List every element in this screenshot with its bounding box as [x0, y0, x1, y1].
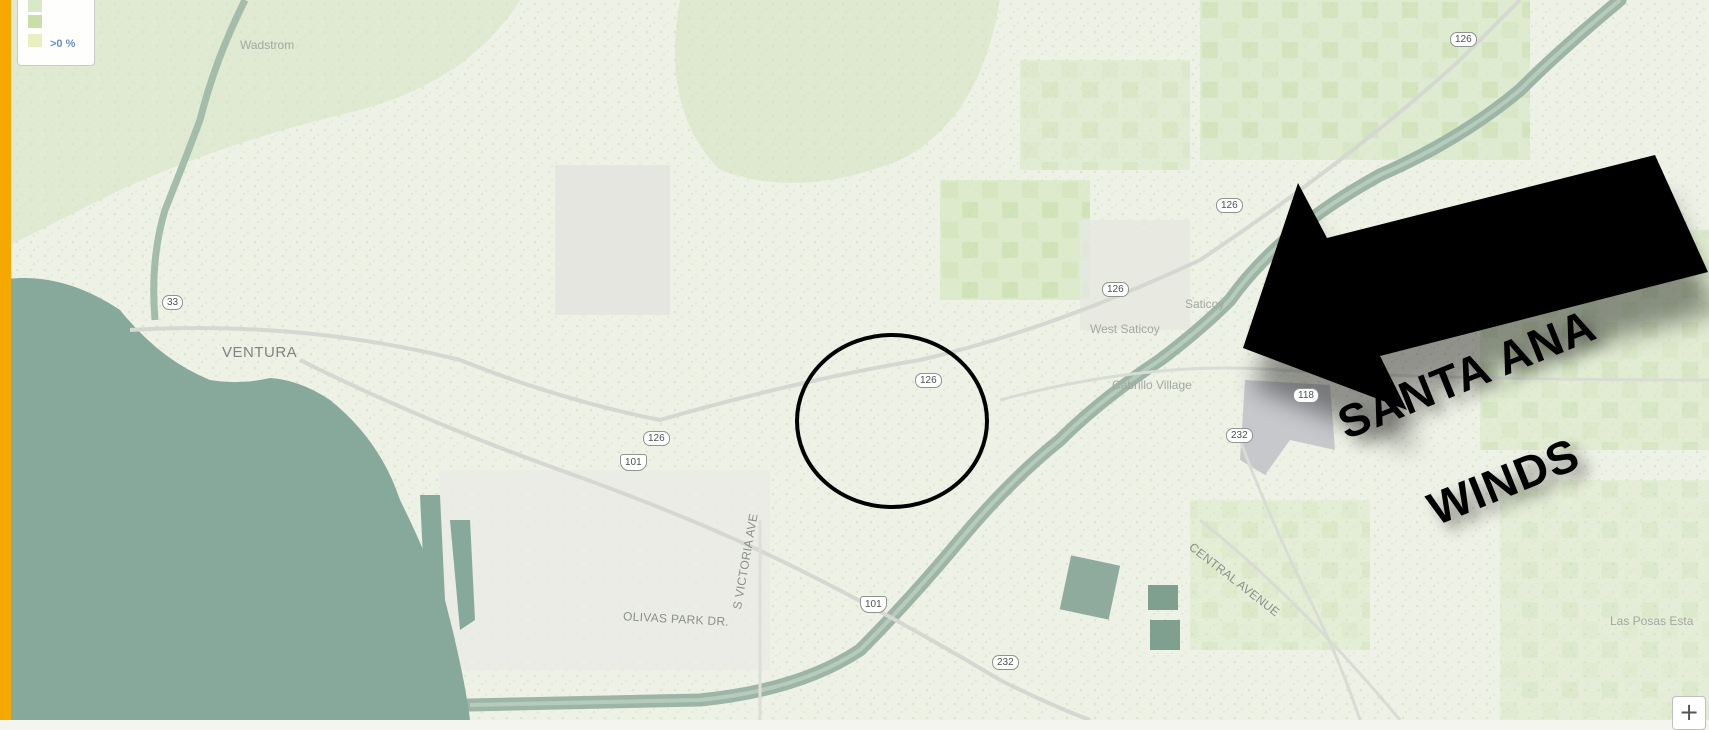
- highway-shield-126: 126: [1216, 198, 1243, 213]
- highway-shield-126: 126: [1102, 282, 1129, 297]
- pond: [1148, 585, 1178, 610]
- highlight-circle: [795, 333, 989, 509]
- hills-vegetation: [0, 0, 520, 250]
- highway-shield-126: 126: [1450, 32, 1477, 47]
- pond: [1059, 555, 1121, 620]
- road-101: [299, 358, 1091, 720]
- field-area: [1190, 500, 1370, 650]
- highway-shield-126: 126: [915, 373, 942, 388]
- field-area: [1020, 60, 1190, 170]
- place-label-wadstrom: Wadstrom: [240, 38, 295, 52]
- road-118: [999, 366, 1709, 402]
- zoom-in-button[interactable]: +: [1672, 696, 1706, 730]
- road-126: [129, 0, 1522, 423]
- wind-arrow: [1243, 155, 1708, 410]
- santa-clara-river: [469, 0, 1622, 707]
- field-area: [940, 180, 1090, 300]
- highway-shield-101: 101: [860, 596, 887, 613]
- ocean: [0, 278, 470, 720]
- pond: [1150, 620, 1180, 650]
- harbor: [420, 495, 455, 650]
- place-label-west-saticoy: West Saticoy: [1090, 322, 1160, 336]
- road-232: [1238, 439, 1362, 720]
- place-label-cabrillo-village: Cabrillo Village: [1112, 378, 1192, 392]
- window-edge: [0, 0, 11, 720]
- urban-area: [555, 165, 670, 315]
- highway-shield-232: 232: [1226, 428, 1253, 443]
- harbor: [450, 520, 475, 630]
- hills-vegetation: [675, 0, 1000, 183]
- legend-swatch: [28, 15, 42, 28]
- legend-swatch: [28, 34, 42, 47]
- legend-label: >0 %: [50, 38, 76, 50]
- legend-swatch: [28, 0, 42, 12]
- highway-shield-33: 33: [162, 295, 184, 310]
- urban-area: [1080, 220, 1190, 330]
- ventura-river: [150, 0, 249, 321]
- field-area: [1500, 480, 1709, 720]
- highway-shield-118: 118: [1293, 388, 1319, 403]
- place-label-saticoy: Saticoy: [1185, 297, 1225, 311]
- legend: >0 %: [17, 0, 95, 66]
- place-label-las-posas: Las Posas Esta: [1610, 614, 1694, 628]
- highway-shield-232: 232: [992, 655, 1019, 670]
- road-central: [1199, 518, 1402, 720]
- field-area: [1200, 0, 1530, 160]
- highway-shield-126: 126: [643, 431, 670, 446]
- urban-area: [440, 470, 770, 670]
- city-label-ventura: VENTURA: [222, 344, 298, 361]
- airport-area: [1240, 380, 1335, 475]
- highway-shield-101: 101: [620, 454, 647, 471]
